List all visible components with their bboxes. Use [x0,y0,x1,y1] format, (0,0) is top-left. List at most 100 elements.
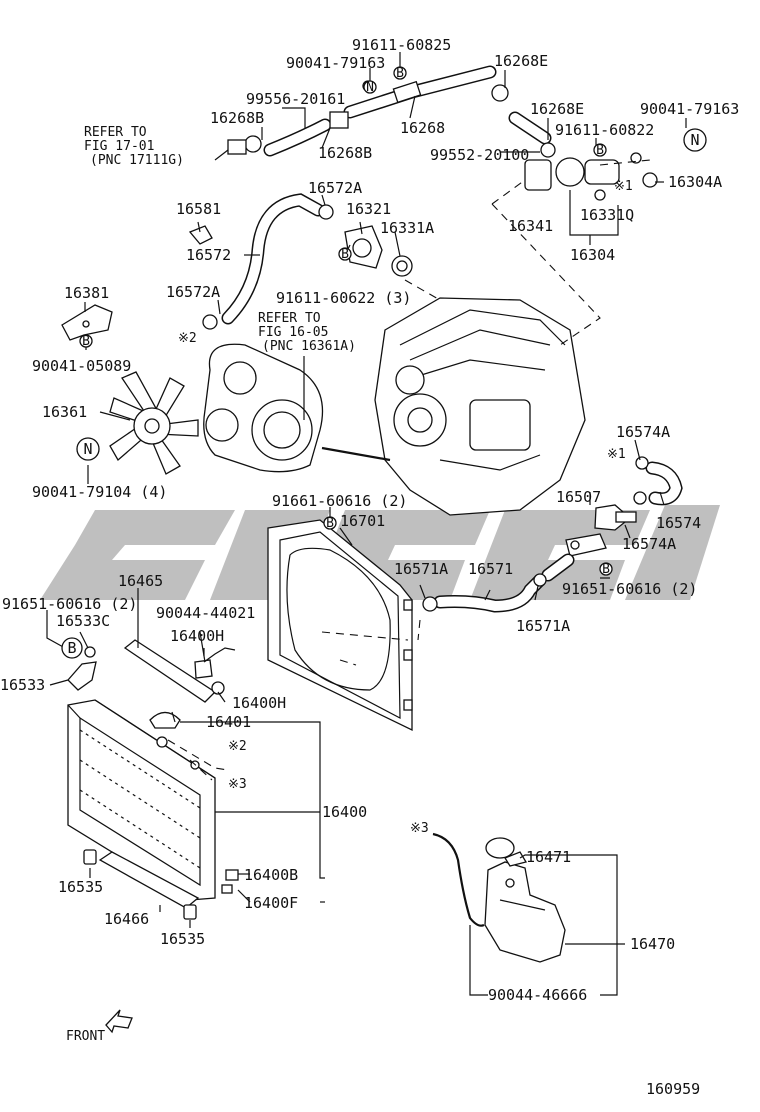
refer-note-1-line-2: FIG 17-01 [84,139,154,154]
label-16341: 16341 [508,217,553,235]
label-16572A: 16572A [308,179,362,197]
label-16321: 16321 [346,200,391,218]
label-16471: 16471 [526,848,571,866]
front-arrow-icon [105,1009,133,1034]
figure-number: 160959 [646,1080,700,1098]
label-99552-20100: 99552-20100 [430,146,529,164]
label-16507: 16507 [556,488,601,506]
label-16400H: 16400H [170,627,224,645]
bypass-pipe-16268 [227,65,556,158]
label-90041-79163: 90041-79163 [286,54,385,72]
label-16571A-b: 16571A [516,617,570,635]
svg-text:B: B [341,247,349,262]
mark-2-a: ※2 [178,331,197,346]
label-16572: 16572 [186,246,231,264]
label-91611-60822: 91611-60822 [555,121,654,139]
label-16535: 16535 [58,878,103,896]
svg-text:N: N [83,440,92,458]
label-16574A-b: 16574A [622,535,676,553]
label-16533: 16533 [0,676,45,694]
label-16466: 16466 [104,910,149,928]
label-91661-60616: 91661-60616 (2) [272,492,407,510]
radiator-16400 [67,699,239,901]
label-91651-60616-a: 91651-60616 (2) [2,595,137,613]
label-16268E-b: 16268E [530,100,584,118]
badge-b-2: B [593,143,607,158]
refer-note-2-line-3: (PNC 16361A) [262,339,356,354]
svg-text:B: B [602,562,610,577]
refer-note-1-line-3: (PNC 17111G) [90,153,184,168]
part-labels: 91611-60825 90041-79163 16268E 99556-201… [0,36,739,1098]
label-16268: 16268 [400,119,445,137]
timing-cover [203,343,324,473]
svg-text:B: B [82,334,90,349]
bracket-16381 [61,304,113,341]
mark-1-a: ※1 [614,179,633,194]
label-16401: 16401 [206,713,251,731]
label-90044-44021: 90044-44021 [156,604,255,622]
radiator-support-16533 [67,646,236,695]
label-16701: 16701 [340,512,385,530]
fan-shroud-16701 [267,516,413,732]
thermostat-16331A [344,225,413,277]
badge-b-6: B [599,562,613,577]
label-16381: 16381 [64,284,109,302]
refer-note-2-line-1: REFER TO [258,311,321,326]
radiator-hose-16571 [422,553,575,613]
label-99556-20161: 99556-20161 [246,90,345,108]
cushions-16535 [83,849,197,920]
label-16400H-b: 16400H [232,694,286,712]
label-16400B: 16400B [244,866,298,884]
label-90041-79104: 90041-79104 (4) [32,483,167,501]
label-16465: 16465 [118,572,163,590]
label-16574: 16574 [656,514,701,532]
badge-b-5: B [323,516,337,531]
radiator-seal-16466 [98,851,200,909]
label-91651-60616-b: 91651-60616 (2) [562,580,697,598]
front-label: FRONT [66,1029,105,1044]
label-16581: 16581 [176,200,221,218]
label-16331Q: 16331Q [580,206,634,224]
mark-3-b: ※3 [410,821,429,836]
label-16268E: 16268E [494,52,548,70]
label-91611-60825: 91611-60825 [352,36,451,54]
label-16304: 16304 [570,246,615,264]
mark-3-a: ※3 [228,777,247,792]
label-16400: 16400 [322,803,367,821]
svg-text:B: B [67,639,76,657]
engine-block [321,297,586,516]
refer-note-2-line-2: FIG 16-05 [258,325,328,340]
label-91611-60622: 91611-60622 (3) [276,289,411,307]
label-16572A-b: 16572A [166,283,220,301]
label-16400F: 16400F [244,894,298,912]
badge-n-3: N [76,437,100,461]
label-16571A: 16571A [394,560,448,578]
reservoir-tank-16470 [432,832,566,963]
label-16304A: 16304A [668,173,722,191]
mark-2-b: ※2 [228,739,247,754]
mark-1-b: ※1 [607,447,626,462]
badge-b-7: B [61,637,83,659]
label-90041-79163-b: 90041-79163 [640,100,739,118]
water-inlet-housing-16304 [524,144,658,201]
refer-note-1-line-1: REFER TO [84,125,147,140]
label-16470: 16470 [630,935,675,953]
label-16361: 16361 [42,403,87,421]
badge-b-4: B [79,334,93,349]
badge-b-3: B [338,247,352,262]
label-16268B-b: 16268B [318,144,372,162]
fan-16361 [109,371,199,475]
svg-text:N: N [366,80,374,95]
label-16574A: 16574A [616,423,670,441]
badge-n-2: N [683,128,707,152]
badge-b-1: B [393,66,407,81]
label-16331A: 16331A [380,219,434,237]
svg-text:B: B [396,66,404,81]
svg-text:B: B [596,143,604,158]
heater-hoses-16574 [565,456,683,557]
svg-text:B: B [326,516,334,531]
label-16571: 16571 [468,560,513,578]
leader-lines [46,52,687,996]
label-90044-46666: 90044-46666 [488,986,587,1004]
label-16535-b: 16535 [160,930,205,948]
